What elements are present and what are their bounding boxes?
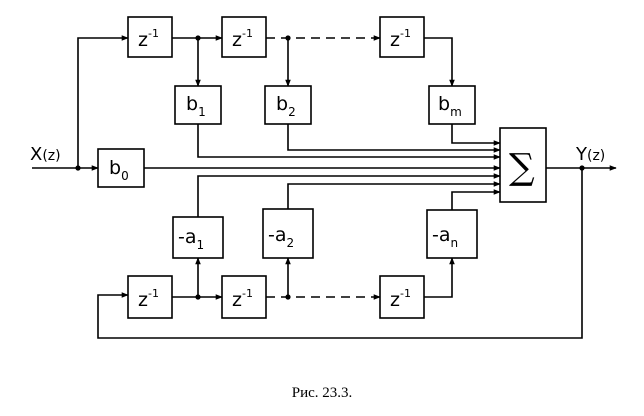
- a1-to-summer-wire: [197, 173, 501, 217]
- output-signal-label: Y(z): [575, 144, 605, 165]
- figure-caption: Рис. 23.3.: [291, 385, 353, 401]
- b1-to-summer-wire: [197, 124, 501, 160]
- bottom-delay-2: z-1: [221, 275, 267, 319]
- a2-block: -a2: [262, 208, 314, 259]
- bottom-delay-3: z-1: [379, 275, 425, 319]
- a2-to-summer-wire: [287, 181, 501, 209]
- input-to-top-delay-wire: [77, 35, 129, 168]
- top-delay-3: z-1: [379, 16, 425, 58]
- svg-text:bm: bm: [438, 93, 462, 119]
- svg-text:z-1: z-1: [390, 287, 411, 311]
- tap-to-an-wire: [424, 257, 455, 298]
- b2-block: b2: [264, 85, 312, 125]
- svg-text:b0: b0: [109, 157, 129, 183]
- svg-text:-a2: -a2: [268, 224, 294, 250]
- svg-text:z-1: z-1: [232, 287, 253, 311]
- top-delay-1: z-1: [127, 16, 173, 58]
- svg-text:b1: b1: [186, 93, 206, 119]
- an-block: -an: [426, 209, 478, 259]
- signal-wires: [32, 35, 617, 339]
- bottom-delay-1: z-1: [127, 275, 173, 319]
- summer-block: ∑: [499, 127, 547, 203]
- svg-text:z-1: z-1: [232, 27, 253, 51]
- bm-block: bm: [428, 85, 476, 125]
- b1-block: b1: [174, 85, 222, 125]
- tap-to-bm-wire: [424, 37, 455, 87]
- svg-text:∑: ∑: [509, 147, 535, 188]
- svg-text:-a1: -a1: [178, 226, 204, 252]
- svg-text:z-1: z-1: [138, 287, 159, 311]
- svg-text:b2: b2: [276, 93, 296, 119]
- feedback-wire: [97, 168, 583, 339]
- an-to-summer-wire: [451, 189, 501, 210]
- input-signal-label: X(z): [30, 144, 61, 165]
- svg-text:z-1: z-1: [138, 27, 159, 51]
- bm-to-summer-wire: [451, 124, 501, 146]
- b2-to-summer-wire: [287, 124, 501, 153]
- svg-text:-an: -an: [432, 224, 458, 250]
- svg-text:z-1: z-1: [390, 27, 411, 51]
- top-delay-2: z-1: [221, 16, 267, 58]
- b0-block: b0: [97, 148, 145, 188]
- a1-block: -a1: [172, 216, 224, 259]
